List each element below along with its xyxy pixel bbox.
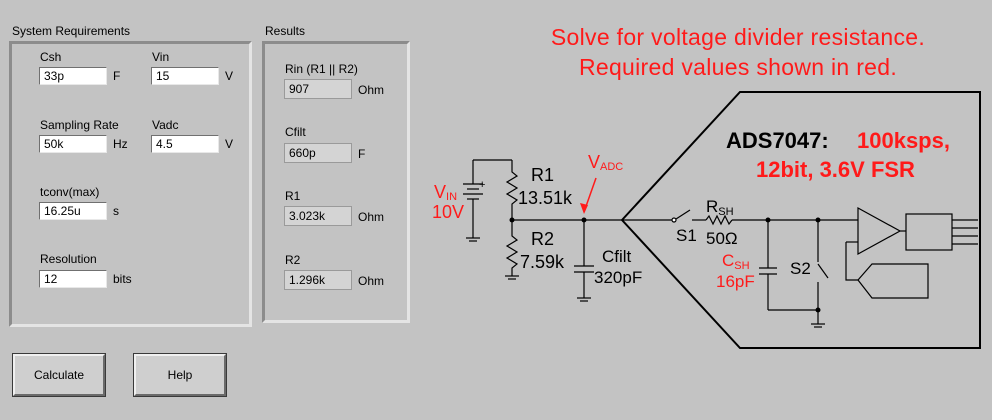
results-panel [262, 41, 410, 323]
csh-diagram-label: CSH [722, 251, 750, 272]
calculate-button[interactable]: Calculate [12, 353, 106, 397]
csh-diagram-value: 16pF [716, 272, 755, 291]
system-requirements-title: System Requirements [12, 24, 131, 38]
instructions-line-1: Solve for voltage divider resistance. [550, 24, 926, 50]
vadc-diagram-label: VADC [588, 152, 623, 173]
instructions-text: Solve for voltage divider resistance. Re… [458, 22, 992, 82]
system-requirements-panel [9, 41, 252, 327]
sampling-rate-input[interactable]: 50k [39, 135, 107, 153]
rin-unit: Ohm [358, 83, 385, 97]
cfilt-unit: F [358, 147, 366, 161]
s1-switch [675, 209, 691, 220]
r1-result-label: R1 [285, 189, 301, 203]
buffer-amplifier [857, 206, 902, 256]
r2-indicator: 1.296k [284, 270, 352, 290]
sar-logic-block [857, 263, 929, 299]
rsh-diagram-label: RSH [706, 197, 734, 218]
device-spec-resolution: 12bit, 3.6V FSR [756, 157, 915, 182]
r2-diagram-value: 7.59k [520, 252, 565, 272]
r1-indicator: 3.023k [284, 206, 352, 226]
r2-unit: Ohm [358, 274, 385, 288]
resolution-unit: bits [113, 272, 132, 286]
r2-resistor [505, 220, 519, 276]
tconv-label: tconv(max) [40, 185, 100, 199]
r2-diagram-label: R2 [531, 229, 554, 249]
tconv-input[interactable]: 16.25u [39, 202, 107, 220]
vin-diagram-label: VIN [434, 182, 457, 203]
vin-input[interactable]: 15 [151, 67, 219, 85]
vadc-unit: V [225, 137, 234, 151]
r1-unit: Ohm [358, 210, 385, 224]
vin-diagram-value: 10V [432, 202, 464, 222]
r1-diagram-value: 13.51k [518, 188, 573, 208]
tconv-unit: s [113, 204, 119, 218]
csh-input[interactable]: 33p [39, 67, 107, 85]
voltage-source [463, 159, 512, 242]
resolution-input[interactable]: 12 [39, 270, 107, 288]
rin-label: Rin (R1 || R2) [285, 62, 358, 76]
cfilt-indicator: 660p [284, 143, 352, 163]
vin-unit: V [225, 69, 234, 83]
sampling-rate-label: Sampling Rate [40, 118, 119, 132]
csh-unit: F [113, 69, 121, 83]
csh-label: Csh [40, 50, 62, 64]
battery-plus-sign: + [479, 179, 485, 191]
adc-block [905, 213, 953, 251]
rin-indicator: 907 [284, 79, 352, 99]
rsh-resistor [705, 214, 733, 226]
r1-diagram-label: R1 [531, 165, 554, 185]
help-button[interactable]: Help [133, 353, 227, 397]
device-spec-rate: 100ksps, [857, 128, 950, 153]
vadc-label: Vadc [152, 118, 179, 132]
cfilt-capacitor [574, 220, 594, 302]
s1-diagram-label: S1 [676, 226, 697, 245]
device-name: ADS7047: [726, 128, 829, 153]
results-title: Results [265, 24, 306, 38]
adc-device-outline [620, 91, 981, 349]
cfilt-label: Cfilt [285, 125, 306, 139]
s2-diagram-label: S2 [790, 259, 811, 278]
s2-switch [817, 263, 829, 279]
r2-result-label: R2 [285, 253, 301, 267]
sampling-rate-unit: Hz [113, 137, 128, 151]
vadc-input[interactable]: 4.5 [151, 135, 219, 153]
instructions-line-2: Required values shown in red. [578, 54, 898, 80]
cfilt-diagram-label: Cfilt [602, 247, 632, 266]
cfilt-diagram-value: 320pF [594, 268, 642, 287]
rsh-diagram-value: 50Ω [706, 229, 738, 248]
r1-resistor [505, 160, 519, 220]
vin-label: Vin [152, 50, 170, 64]
resolution-label: Resolution [40, 252, 97, 266]
